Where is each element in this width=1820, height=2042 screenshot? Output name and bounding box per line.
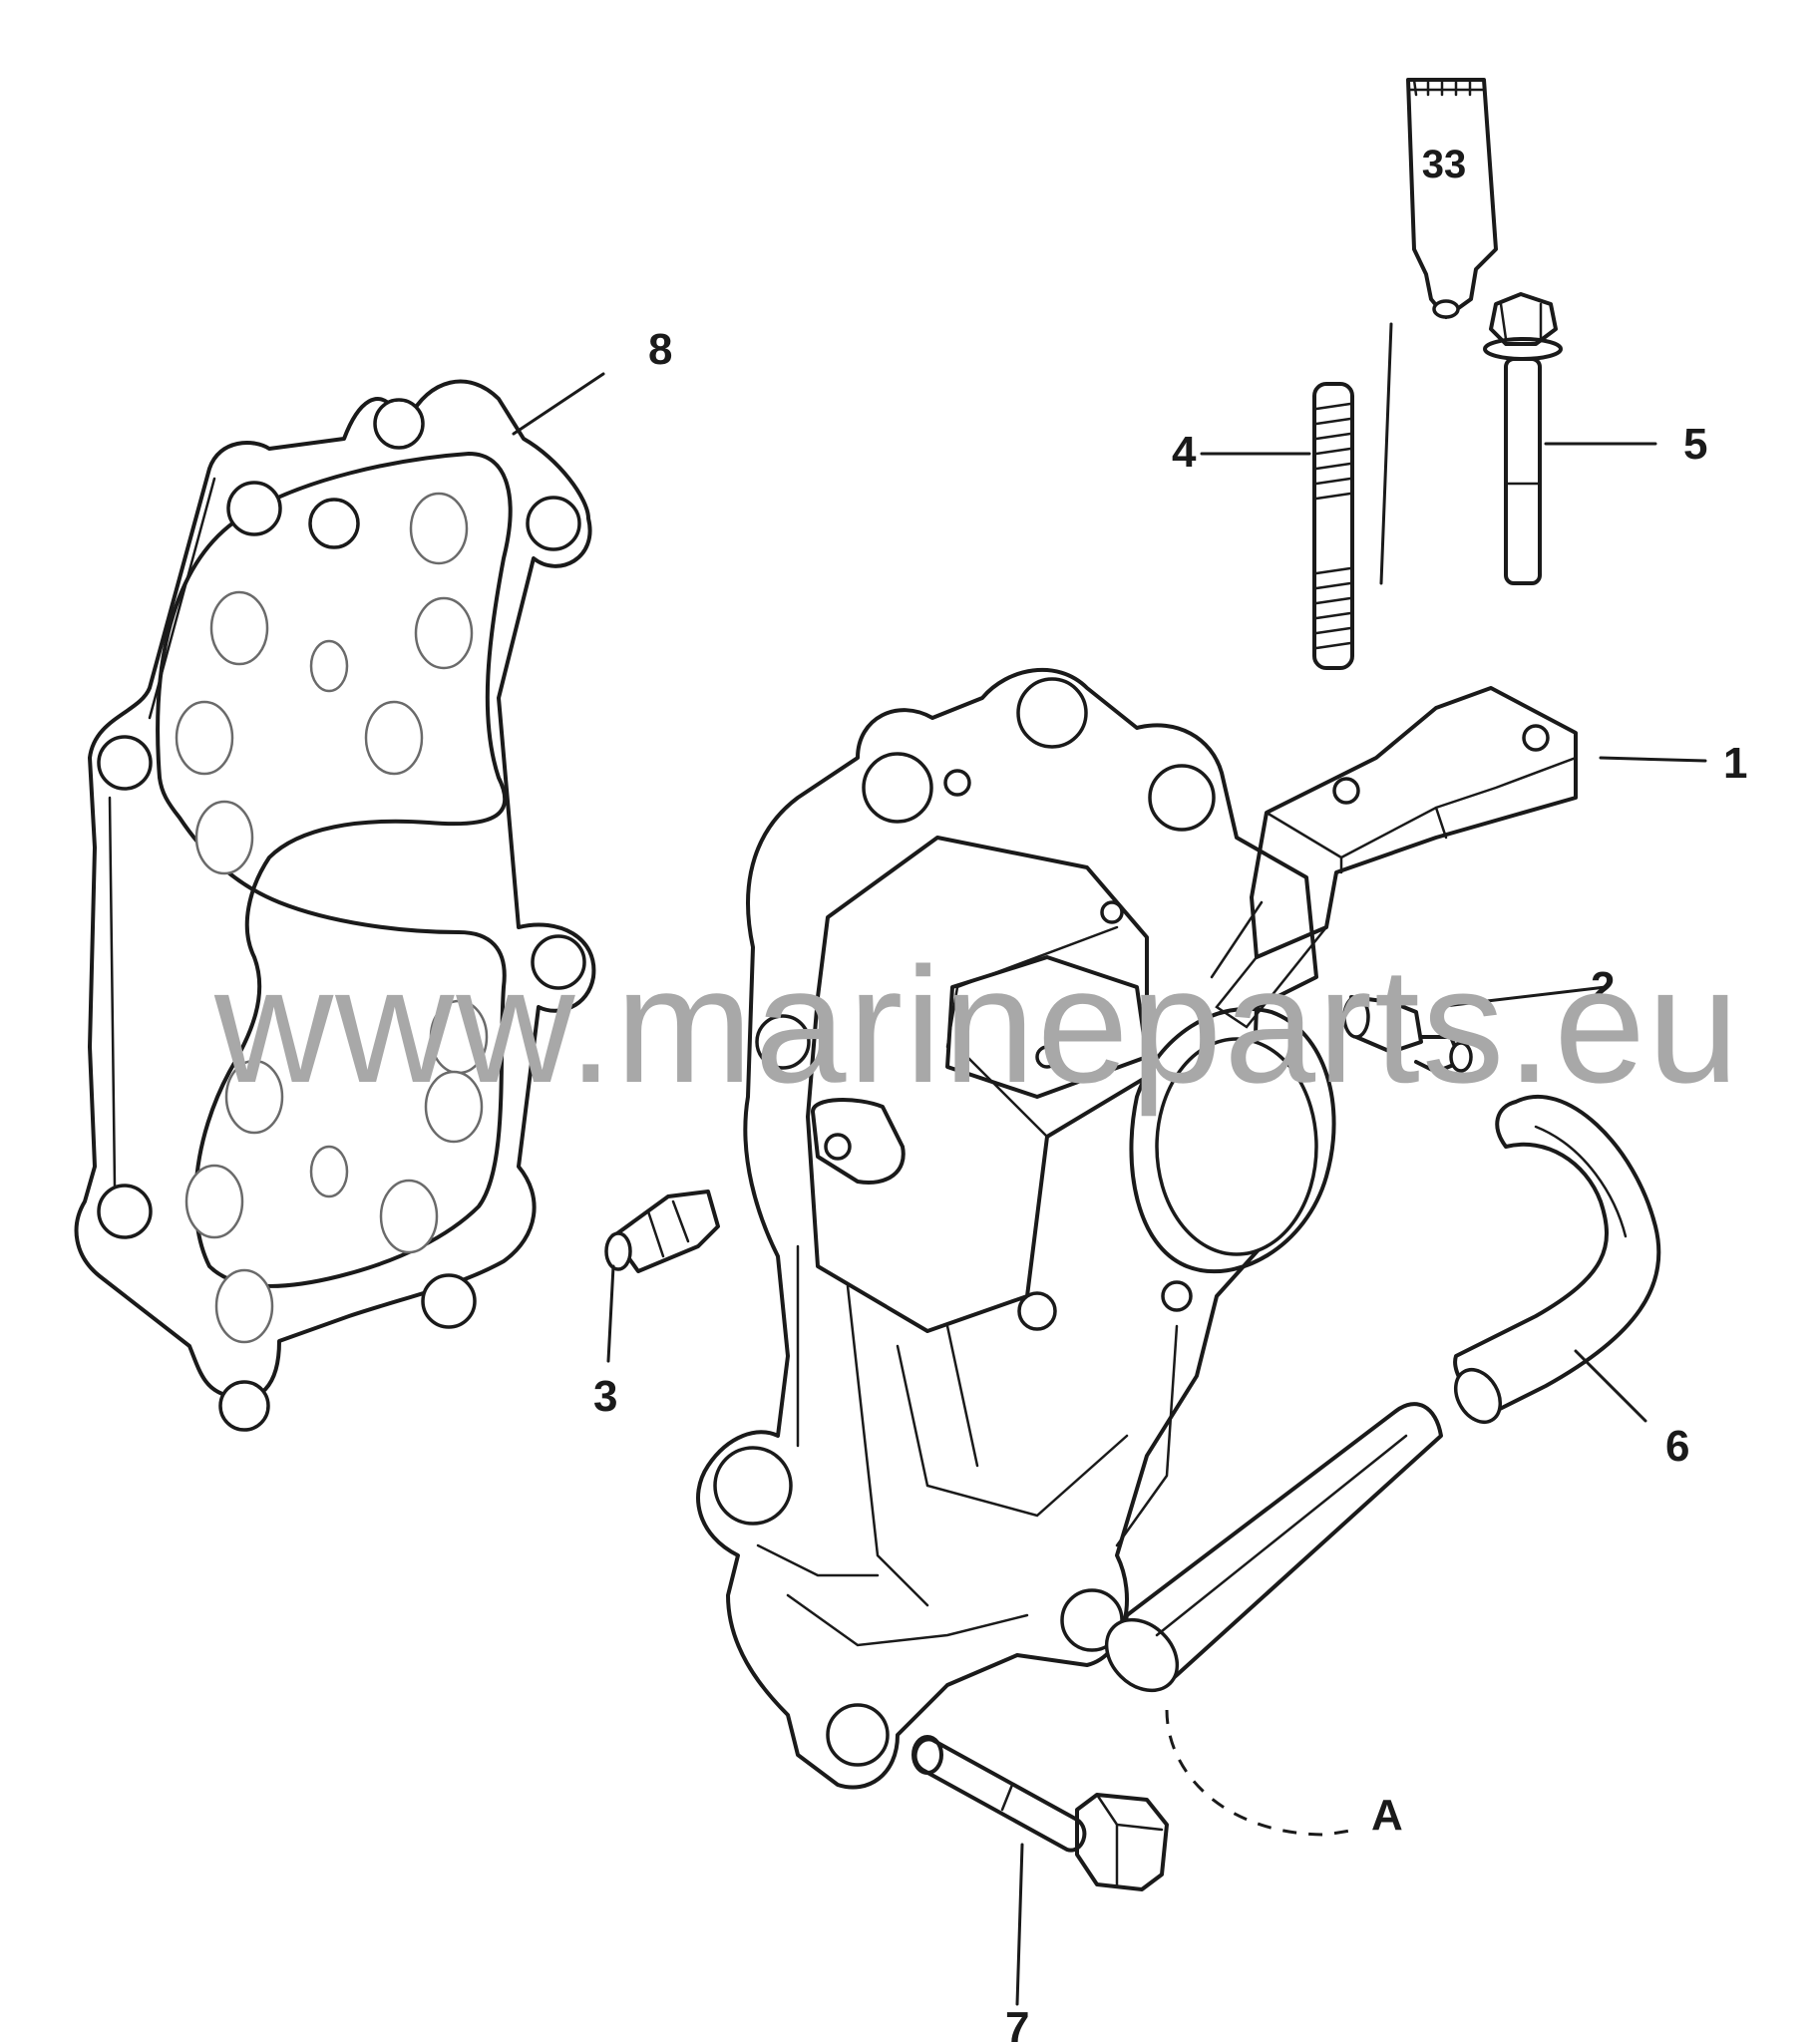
callout-labels: 8 4 5 1 2 3 6 7 A [593, 325, 1747, 2042]
callout-2: 2 [1591, 963, 1615, 1012]
fitting-2-part[interactable] [1342, 995, 1473, 1074]
bracket-part[interactable] [1210, 686, 1578, 1029]
callout-3: 3 [593, 1372, 617, 1421]
bolt-7-part[interactable] [911, 1735, 1169, 1891]
leader-lines [512, 322, 1707, 2006]
callout-6: 6 [1665, 1422, 1689, 1471]
sealant-tube-33: 33 [1406, 78, 1498, 319]
gasket-part[interactable] [74, 379, 596, 1432]
fitting-3-part[interactable] [604, 1190, 720, 1273]
callout-1: 1 [1723, 739, 1747, 788]
tube-label: 33 [1422, 143, 1467, 186]
watermark-text: www.marineparts.eu [213, 933, 1741, 1117]
bolt-5-part[interactable] [1483, 292, 1563, 585]
callout-a: A [1371, 1791, 1403, 1840]
callout-5: 5 [1683, 420, 1707, 469]
callout-7: 7 [1005, 2003, 1029, 2042]
callout-8: 8 [648, 325, 672, 374]
hose-6-part[interactable] [1447, 1094, 1661, 1430]
stud-4-part[interactable] [1312, 382, 1354, 670]
callout-4: 4 [1172, 428, 1197, 477]
hose-lower-part[interactable] [1093, 1402, 1443, 1704]
